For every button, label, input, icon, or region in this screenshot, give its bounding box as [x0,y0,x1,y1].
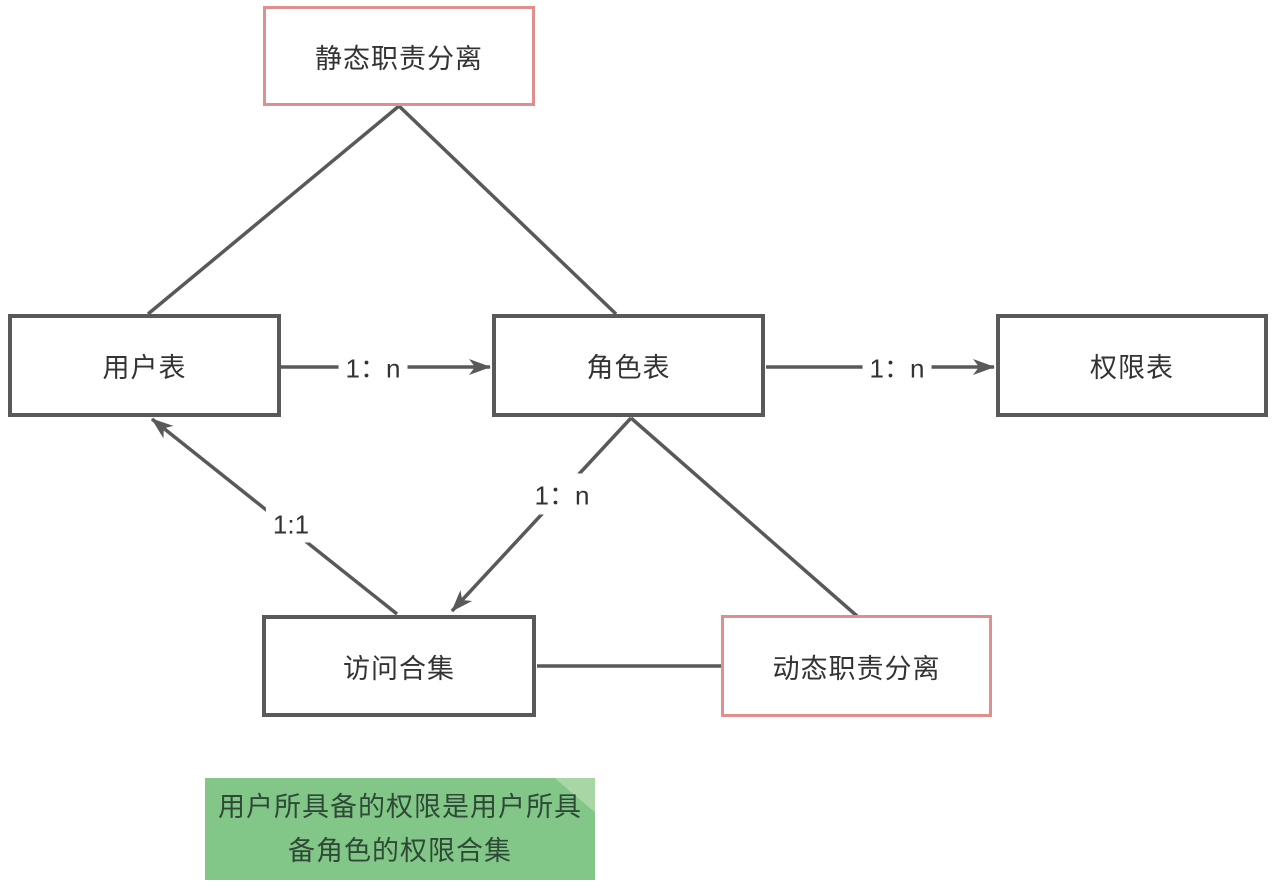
node-access-set-label: 访问合集 [343,653,455,684]
node-access-set: 访问合集 [262,615,536,717]
edge-label-user-to-role: 1：n [338,346,408,388]
edge-label-access-to-user: 1:1 [265,507,317,543]
node-dynamic-sod: 动态职责分离 [721,615,992,717]
node-role-table-label: 角色表 [586,353,671,383]
node-dynamic-sod-label: 动态职责分离 [772,653,941,684]
edge-label-role-to-access: 1：n [527,473,597,515]
node-permission-table-label: 权限表 [1090,353,1174,383]
edge-role-table-to-access-set [450,416,633,613]
sticky-note: 用户所具备的权限是用户所具 备角色的权限合集 [205,778,595,880]
edge-static-sod-to-role-table [397,104,618,316]
edge-role-table-to-dynamic-sod [629,416,859,618]
edge-label-role-to-permission: 1：n [862,346,932,388]
node-static-sod: 静态职责分离 [263,6,535,106]
node-user-table: 用户表 [8,314,281,417]
sticky-note-shape [205,778,595,880]
note-text-line2: 备角色的权限合集 [288,836,512,866]
node-static-sod-label: 静态职责分离 [315,43,483,74]
note-body [205,778,595,880]
node-role-table: 角色表 [492,314,765,417]
node-user-table-label: 用户表 [102,353,187,383]
edge-static-sod-to-user-table [146,104,401,316]
note-fold [555,778,595,812]
note-text-line1: 用户所具备的权限是用户所具 [218,792,582,822]
node-permission-table: 权限表 [996,314,1268,417]
